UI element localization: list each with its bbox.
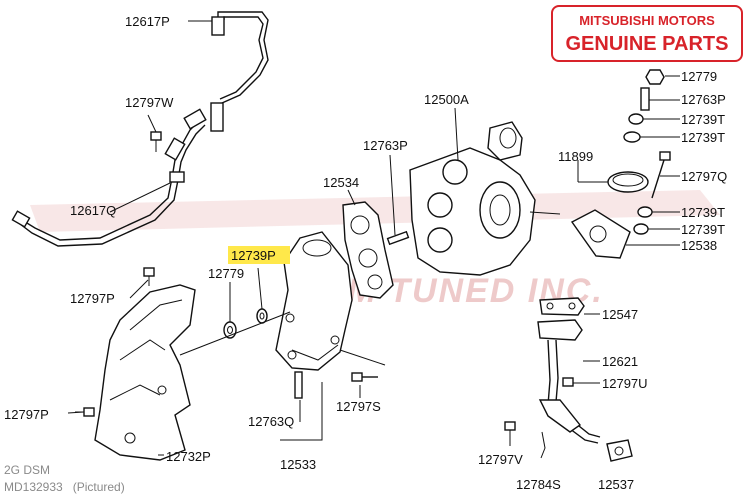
label-12533: 12533 (280, 457, 316, 472)
leader-lines (67, 20, 680, 456)
exhaust-elbow-12533 (275, 231, 353, 371)
label-11899: 11899 (558, 149, 593, 164)
highlight-12739P (228, 246, 290, 264)
label-12797V: 12797V (478, 452, 523, 467)
label-12797P-upper: 12797P (70, 291, 115, 306)
label-12617Q: 12617Q (70, 203, 116, 218)
stud-12763P-mid (386, 230, 410, 246)
clip-12784S (540, 431, 546, 459)
bolt-12797Q (651, 151, 671, 199)
gasket-12534 (342, 201, 394, 299)
footer: 2G DSM MD132933 (Pictured) (4, 463, 125, 494)
label-12763Q: 12763Q (248, 414, 294, 429)
label-12779-right: 12779 (681, 69, 717, 84)
label-12547: 12547 (602, 307, 638, 322)
label-12784S: 12784S (516, 477, 561, 492)
label-12763P-mid: 12763P (363, 138, 408, 153)
washer-12739T-4 (633, 223, 649, 235)
label-12538: 12538 (681, 238, 717, 253)
washer-12739T-1 (628, 113, 644, 125)
badge-brand: MITSUBISHI MOTORS (579, 13, 715, 28)
gasket-12538 (570, 209, 631, 259)
turbocharger-12500A (409, 121, 561, 276)
label-12797Q: 12797Q (681, 169, 727, 184)
label-12537: 12537 (598, 477, 634, 492)
bolt-12797P-upper (143, 267, 155, 286)
bolt-12797S (351, 372, 378, 382)
label-12779-left: 12779 (208, 266, 244, 281)
label-12763P-right: 12763P (681, 92, 726, 107)
label-12739P: 12739P (231, 248, 276, 263)
label-12739T-4: 12739T (681, 222, 725, 237)
oil-feed-line-12617P (11, 11, 269, 247)
washer-12739T-3 (637, 206, 653, 218)
genuine-parts-badge: MITSUBISHI MOTORS GENUINE PARTS (551, 5, 743, 62)
label-12797P-lower: 12797P (4, 407, 49, 422)
footer-model: 2G DSM (4, 463, 50, 477)
label-12739T-1: 12739T (681, 112, 725, 127)
label-12797U: 12797U (602, 376, 648, 391)
label-12797S: 12797S (336, 399, 381, 414)
label-12500A: 12500A (424, 92, 469, 107)
label-12732P: 12732P (166, 449, 211, 464)
nut-12779-right (645, 69, 665, 85)
label-12534: 12534 (323, 175, 359, 190)
footer-part-ref: MD132933 (Pictured) (4, 480, 125, 494)
bolt-12797V (504, 421, 516, 446)
label-12617P: 12617P (125, 14, 170, 29)
bolt-12797U (562, 377, 574, 387)
gasket-12547 (539, 297, 585, 316)
gasket-12537 (606, 439, 633, 462)
gasket-12739P (256, 308, 268, 324)
part-labels: 12617P 12797W 12617Q 12797P 12797P 12779… (4, 14, 727, 492)
badge-title: GENUINE PARTS (566, 33, 729, 55)
heat-shield-12732P (94, 284, 196, 461)
label-12739T-3: 12739T (681, 205, 725, 220)
bolt-12797W (150, 131, 162, 152)
label-12797W: 12797W (125, 95, 174, 110)
stud-12763Q (294, 371, 303, 399)
oil-return-pipe-12621 (537, 319, 601, 444)
label-12621: 12621 (602, 354, 638, 369)
stud-12763P-right (640, 87, 650, 111)
ring-11899 (607, 171, 649, 193)
washer-12739T-2 (623, 131, 641, 143)
label-12739T-2: 12739T (681, 130, 725, 145)
